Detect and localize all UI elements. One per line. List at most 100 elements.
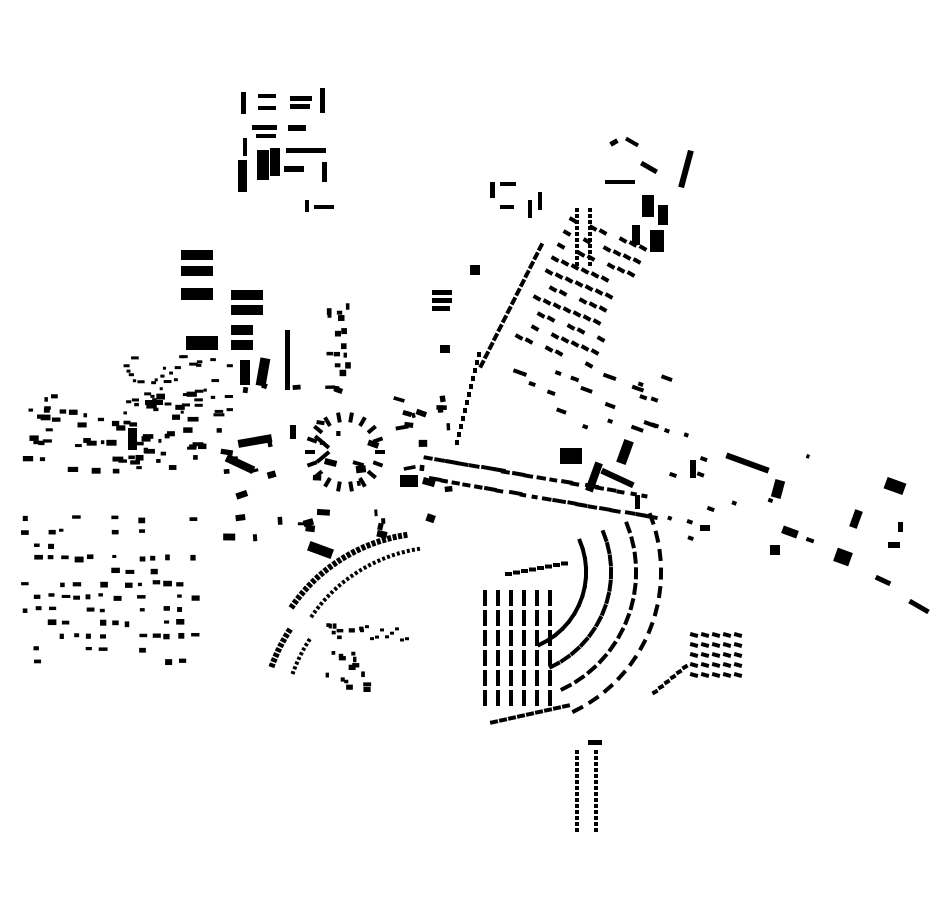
building [249,468,259,474]
building [38,440,45,446]
building [535,690,539,706]
building [560,479,574,485]
building [805,453,811,459]
building [536,638,550,648]
building [624,136,640,148]
building [243,138,247,156]
building [574,280,584,288]
building [602,682,615,694]
building [151,381,157,385]
building [633,567,639,580]
building [335,556,343,565]
building [600,275,610,283]
building [290,670,296,675]
building [240,360,250,385]
building [322,566,330,574]
building [237,434,273,448]
building [527,260,536,270]
building [500,205,514,209]
building [594,786,598,790]
building [353,656,357,663]
building [432,298,452,303]
building [192,442,204,447]
building [605,180,635,184]
building [141,436,151,442]
building [316,419,325,426]
building [294,660,300,666]
building [781,525,799,539]
building [651,688,659,696]
building [191,632,200,637]
building [286,148,326,153]
building [575,501,588,509]
building [112,456,124,462]
building [181,250,213,260]
building [550,255,560,263]
building [588,208,592,212]
building [522,670,526,686]
building [490,182,495,198]
building [406,548,411,554]
building [203,388,207,392]
building [607,640,618,653]
building [514,287,522,297]
building [471,376,475,381]
building [344,679,349,684]
building [575,786,579,790]
building [381,556,386,562]
building [632,551,638,564]
building [235,514,246,522]
building [146,402,157,409]
building [145,400,163,405]
building [496,630,500,646]
building [477,352,481,357]
building [575,762,579,766]
building [111,529,119,535]
building [163,380,172,384]
building [402,531,408,539]
building [509,650,513,666]
building [336,481,342,492]
building [348,628,355,633]
building [616,669,627,682]
building [332,623,337,629]
building [166,431,175,437]
building [478,359,486,369]
building [340,343,347,350]
building [583,566,589,579]
building [630,424,644,433]
building [340,554,348,562]
building [575,220,579,224]
building [386,554,391,560]
building [525,711,535,717]
building [505,572,512,576]
building [377,522,384,531]
building [594,780,598,784]
building [530,324,540,332]
building [699,455,708,463]
building [381,536,387,544]
building [315,450,331,464]
building [312,474,322,481]
building [112,620,119,626]
building [194,389,204,393]
building [356,480,361,487]
building [898,522,903,532]
building [523,269,531,279]
building [522,590,526,606]
building [292,665,298,670]
building [675,668,683,676]
building [175,404,185,410]
building [178,658,187,663]
building [616,626,626,640]
building [588,226,592,230]
building [386,535,392,542]
building [594,828,598,832]
building [575,250,579,254]
building [535,630,539,646]
building [176,619,185,625]
building [220,448,234,456]
building [282,632,290,639]
building [277,641,285,649]
building [623,612,632,626]
